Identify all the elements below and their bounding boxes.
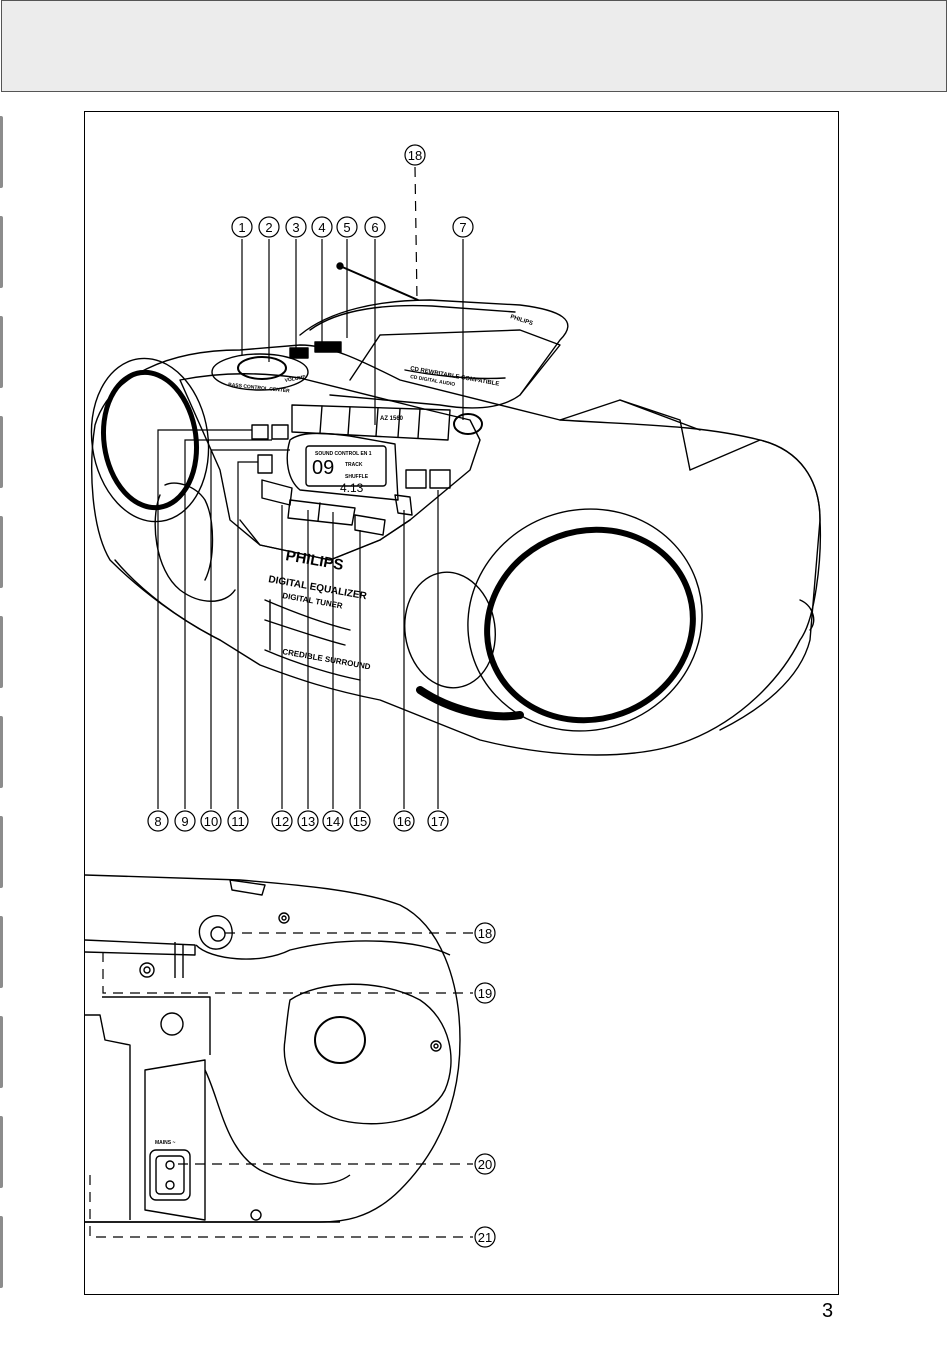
page-number: 3	[822, 1300, 834, 1322]
bass-control-text: BASS CONTROL CENTER	[228, 382, 291, 394]
edge-tab[interactable]	[0, 916, 3, 988]
callout-4: 4	[318, 220, 325, 235]
callout-11: 11	[231, 814, 245, 829]
edge-tabs	[0, 112, 6, 1349]
brand-text: PHILIPS	[284, 547, 344, 574]
edge-tab[interactable]	[0, 116, 3, 188]
volume-text: VOLUME	[284, 374, 307, 384]
lcd-sub: 4.13	[340, 481, 364, 495]
callout-18-antenna: 18	[408, 148, 422, 163]
edge-tab[interactable]	[0, 1016, 3, 1088]
mains-label: MAINS ~	[155, 1140, 176, 1146]
edge-tab[interactable]	[0, 1116, 3, 1188]
edge-tab[interactable]	[0, 316, 3, 388]
edge-tab[interactable]	[0, 616, 3, 688]
callout-15: 15	[353, 814, 367, 829]
callout-21: 21	[478, 1230, 492, 1245]
brand-small-text: PHILIPS	[509, 314, 533, 327]
edge-tab[interactable]	[0, 816, 3, 888]
surround-text: CREDIBLE SURROUND	[282, 647, 372, 671]
edge-tab[interactable]	[0, 1216, 3, 1288]
model-text: AZ 1560	[380, 416, 404, 422]
callout-14: 14	[326, 814, 340, 829]
callout-19: 19	[478, 986, 492, 1001]
sound-control-text: SOUND CONTROL EN 1	[315, 451, 372, 457]
callout-7: 7	[459, 220, 466, 235]
callout-18-rear: 18	[478, 926, 492, 941]
callout-13: 13	[301, 814, 315, 829]
callout-9: 9	[181, 814, 188, 829]
header-band	[1, 0, 947, 92]
edge-tab[interactable]	[0, 716, 3, 788]
callout-20: 20	[478, 1157, 492, 1172]
callout-1: 1	[238, 220, 245, 235]
callout-3: 3	[292, 220, 299, 235]
callout-2: 2	[265, 220, 272, 235]
callout-12: 12	[275, 814, 289, 829]
lcd-main: 09	[312, 457, 334, 479]
edge-tab[interactable]	[0, 516, 3, 588]
callout-16: 16	[397, 814, 411, 829]
lcd-shuffle: SHUFFLE	[345, 474, 369, 480]
callout-6: 6	[371, 220, 378, 235]
callout-17: 17	[431, 814, 445, 829]
callout-8: 8	[154, 814, 161, 829]
callout-5: 5	[343, 220, 350, 235]
callout-circle	[404, 144, 426, 166]
lcd-track: TRACK	[345, 462, 363, 468]
edge-tab[interactable]	[0, 216, 3, 288]
callout-10: 10	[204, 814, 218, 829]
figure-frame	[84, 111, 839, 1295]
edge-tab[interactable]	[0, 416, 3, 488]
